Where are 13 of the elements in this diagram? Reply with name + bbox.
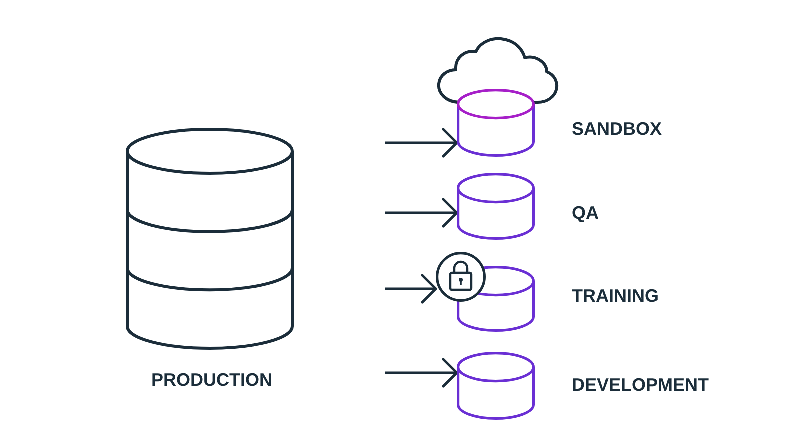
database-cylinder (457, 173, 535, 240)
arrow (385, 358, 458, 388)
database-label: QA (572, 203, 599, 223)
database-label: DEVELOPMENT (572, 375, 710, 395)
database-cylinder (126, 128, 294, 350)
arrow (385, 198, 458, 228)
database-label: TRAINING (572, 286, 659, 306)
arrow (385, 274, 438, 304)
database-label: PRODUCTION (152, 370, 272, 390)
database-cylinder (457, 352, 535, 420)
arrow (385, 128, 458, 158)
database-cylinder (457, 89, 535, 157)
database-label: SANDBOX (572, 119, 662, 139)
